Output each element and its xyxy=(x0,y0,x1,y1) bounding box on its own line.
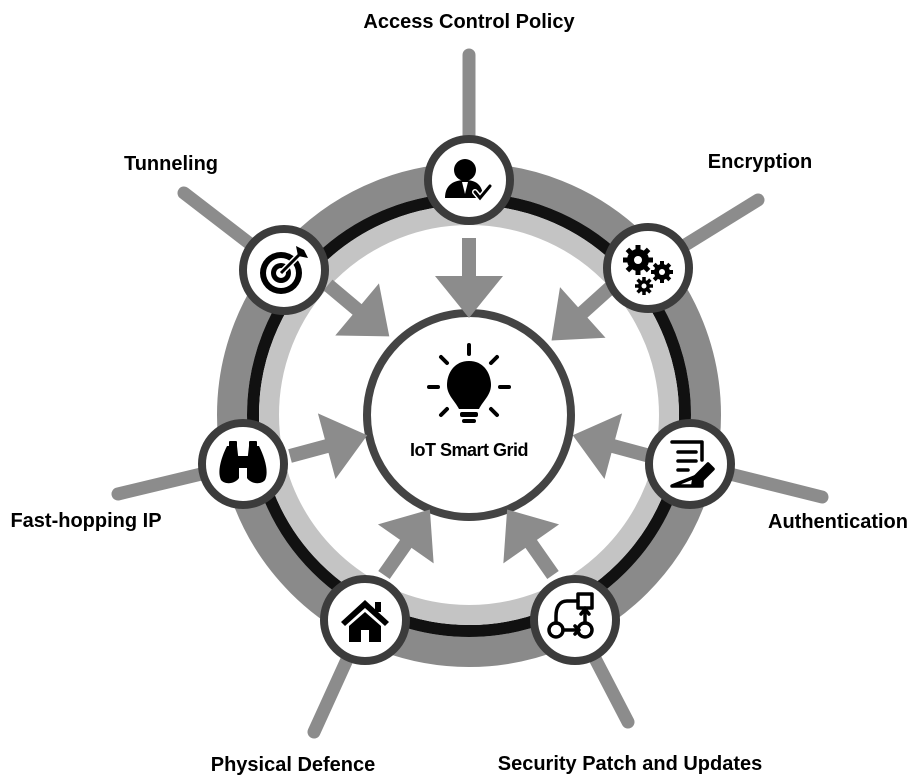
arrow-physical xyxy=(377,509,434,580)
arrows xyxy=(288,238,652,580)
arrow-encrypt xyxy=(551,281,616,341)
target-icon xyxy=(260,246,308,294)
node-access xyxy=(424,135,514,225)
arrow-auth xyxy=(572,413,652,480)
spokes xyxy=(111,48,829,739)
node-fasthop xyxy=(198,419,288,509)
binoculars-icon xyxy=(219,441,267,484)
node-auth xyxy=(645,419,735,509)
label-access-control-policy: Access Control Policy xyxy=(363,11,575,33)
node-physical xyxy=(320,575,410,665)
gears-icon xyxy=(623,245,673,295)
arrow-tunnel xyxy=(323,279,390,337)
label-authentication: Authentication xyxy=(768,511,908,533)
label-fast-hopping-ip: Fast-hopping IP xyxy=(10,510,161,532)
lightbulb-icon xyxy=(427,343,511,423)
user-check-icon xyxy=(445,159,493,203)
label-security-patch: Security Patch and Updates xyxy=(498,753,763,775)
arrow-access xyxy=(435,238,503,318)
label-encryption: Encryption xyxy=(708,151,812,173)
house-icon xyxy=(341,600,389,642)
label-physical-defence: Physical Defence xyxy=(211,754,376,776)
node-encrypt xyxy=(603,223,693,313)
arrow-fasthop xyxy=(288,413,368,480)
label-tunneling: Tunneling xyxy=(124,153,218,175)
node-tunnel xyxy=(239,225,329,315)
center-label: IoT Smart Grid xyxy=(410,440,528,460)
arrow-patch xyxy=(503,509,560,580)
workflow-icon xyxy=(547,592,594,639)
document-edit-icon xyxy=(670,440,715,488)
node-patch xyxy=(530,575,620,665)
